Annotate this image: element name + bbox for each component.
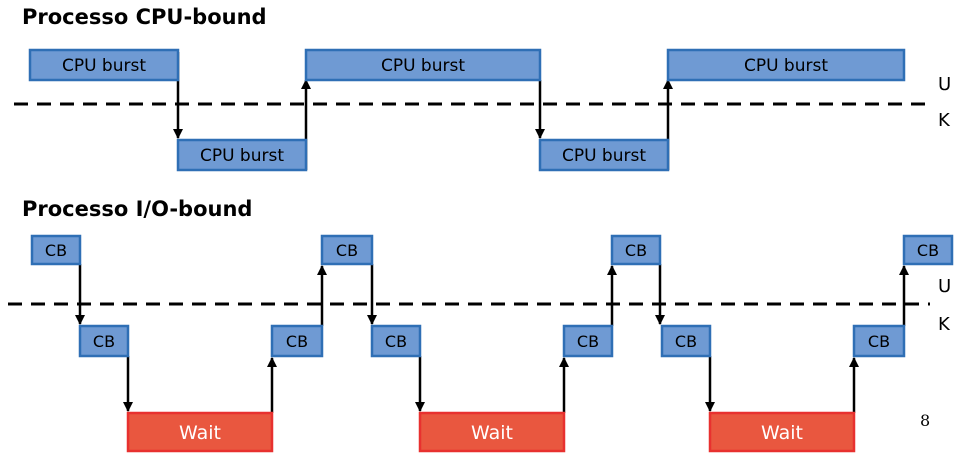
cb-label: CB <box>93 332 115 351</box>
wait-block: Wait <box>126 411 274 453</box>
wait-block: Wait <box>418 411 566 453</box>
cpu-kernel-mode-label: K <box>938 110 951 131</box>
cb-block-kernel: CB <box>370 324 422 358</box>
cpu-bound-title: Processo CPU-bound <box>22 5 267 29</box>
cb-block-user: CB <box>30 234 82 266</box>
cpu-burst-label: CPU burst <box>744 56 828 76</box>
cb-label: CB <box>625 241 647 260</box>
cpu-user-mode-label: U <box>938 74 951 95</box>
wait-label: Wait <box>471 422 513 444</box>
cpu-burst-block-kernel: CPU burst <box>538 138 670 172</box>
io-bound-title: Processo I/O-bound <box>22 197 252 221</box>
cpu-burst-label: CPU burst <box>381 56 465 76</box>
wait-label: Wait <box>761 422 803 444</box>
wait-block: Wait <box>708 411 856 453</box>
cb-label: CB <box>917 241 939 260</box>
cb-label: CB <box>675 332 697 351</box>
cb-block-user: CB <box>610 234 662 266</box>
cpu-burst-block-user: CPU burst <box>28 48 180 82</box>
cb-label: CB <box>577 332 599 351</box>
page-number: 8 <box>920 411 930 430</box>
cb-block-user: CB <box>902 234 954 266</box>
cb-label: CB <box>286 332 308 351</box>
cb-label: CB <box>45 241 67 260</box>
cpu-burst-block-kernel: CPU burst <box>176 138 308 172</box>
cb-label: CB <box>868 332 890 351</box>
cb-block-kernel: CB <box>78 324 130 358</box>
wait-label: Wait <box>179 422 221 444</box>
cb-block-kernel: CB <box>660 324 712 358</box>
cb-block-user: CB <box>320 234 374 266</box>
cpu-burst-block-user: CPU burst <box>666 48 906 82</box>
cb-label: CB <box>336 241 358 260</box>
cpu-burst-block-user: CPU burst <box>304 48 542 82</box>
cpu-burst-label: CPU burst <box>200 146 284 166</box>
io-user-mode-label: U <box>938 276 951 297</box>
cb-block-kernel: CB <box>562 324 614 358</box>
io-kernel-mode-label: K <box>938 314 951 335</box>
cpu-burst-label: CPU burst <box>562 146 646 166</box>
cpu-burst-label: CPU burst <box>62 56 146 76</box>
cb-block-kernel: CB <box>270 324 324 358</box>
cb-block-kernel: CB <box>852 324 906 358</box>
cb-label: CB <box>385 332 407 351</box>
